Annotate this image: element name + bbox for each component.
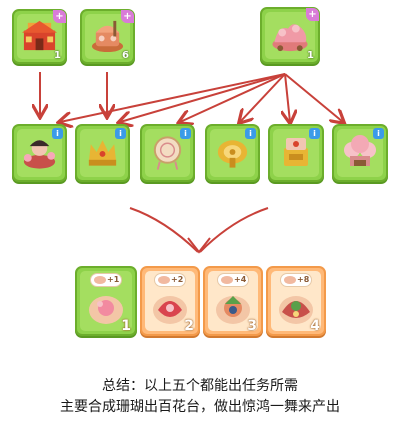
info-icon[interactable]: i [52, 128, 63, 139]
info-icon[interactable]: i [180, 128, 191, 139]
arrow-coral-to-catcher [180, 73, 286, 122]
arrow-coral-to-key [240, 73, 286, 122]
dance-plate-icon [274, 290, 318, 326]
plus-badge-icon[interactable]: + [306, 8, 319, 21]
reward-text: +2 [171, 275, 184, 284]
info-icon[interactable]: i [115, 128, 126, 139]
dream-catcher-icon [148, 132, 187, 172]
info-icon[interactable]: i [309, 128, 320, 139]
arrow-coral-to-crown [120, 73, 286, 122]
product-tile-level-2[interactable]: +2 2 [140, 266, 200, 336]
arrow-coral-to-dancer [60, 73, 286, 122]
ingredient-tile-flower-pavilion[interactable]: i [332, 124, 388, 182]
plus-badge-icon[interactable]: + [121, 10, 134, 23]
source-tile-coral-cart[interactable]: 1 + [260, 7, 320, 64]
source-tile-palace[interactable]: 1 + [12, 9, 67, 64]
ingredient-tile-dancer-box[interactable]: i [12, 124, 67, 182]
item-count: 1 [307, 50, 314, 61]
reward-icon [284, 276, 296, 284]
level-number: 4 [310, 318, 320, 334]
ingredient-tile-dream-catcher[interactable]: i [140, 124, 195, 182]
item-count: 1 [54, 50, 61, 61]
reward-pill: +4 [217, 273, 249, 287]
reward-pill: +2 [154, 273, 186, 287]
coral-cart-icon [268, 15, 312, 54]
level-number: 2 [184, 318, 194, 334]
reward-icon [221, 276, 233, 284]
golden-key-icon [213, 132, 252, 172]
arrow-coral-to-pavilion [284, 73, 343, 122]
treasure-chest-icon [88, 17, 127, 54]
arrow-coral-to-musicbox [285, 73, 290, 122]
ingredient-tile-music-box[interactable]: i [268, 124, 324, 182]
product-tile-level-4[interactable]: +8 4 [266, 266, 326, 336]
dance-plate-icon [83, 290, 129, 326]
reward-icon [158, 276, 170, 284]
merge-arrow-left [129, 207, 199, 253]
dancer-box-icon [20, 132, 59, 172]
palace-icon [20, 17, 59, 54]
reward-text: +1 [107, 275, 120, 284]
level-number: 3 [247, 318, 257, 334]
summary-line-1: 总结：以上五个都能出任务所需 [102, 377, 298, 393]
info-icon[interactable]: i [245, 128, 256, 139]
reward-pill: +1 [90, 273, 122, 287]
ingredient-tile-golden-key[interactable]: i [205, 124, 260, 182]
dance-plate-icon [211, 290, 255, 326]
golden-crown-icon [83, 132, 122, 172]
source-tile-chest[interactable]: 6 + [80, 9, 135, 64]
product-tile-level-3[interactable]: +4 3 [203, 266, 263, 336]
reward-pill: +8 [280, 273, 312, 287]
item-count: 6 [122, 50, 129, 61]
summary-line-2: 主要合成珊瑚出百花台，做出惊鸿一舞来产出 [60, 398, 340, 414]
reward-text: +4 [234, 275, 247, 284]
ingredient-tile-golden-crown[interactable]: i [75, 124, 130, 182]
merge-arrow-head [187, 237, 211, 254]
level-number: 1 [121, 318, 131, 334]
merge-arrow-right [199, 207, 269, 253]
reward-text: +8 [297, 275, 310, 284]
music-box-icon [276, 132, 316, 172]
plus-badge-icon[interactable]: + [53, 10, 66, 23]
info-icon[interactable]: i [373, 128, 384, 139]
dance-plate-icon [148, 290, 192, 326]
product-tile-level-1[interactable]: +1 1 [75, 266, 137, 336]
reward-icon [94, 276, 106, 284]
flower-pavilion-icon [340, 132, 380, 172]
